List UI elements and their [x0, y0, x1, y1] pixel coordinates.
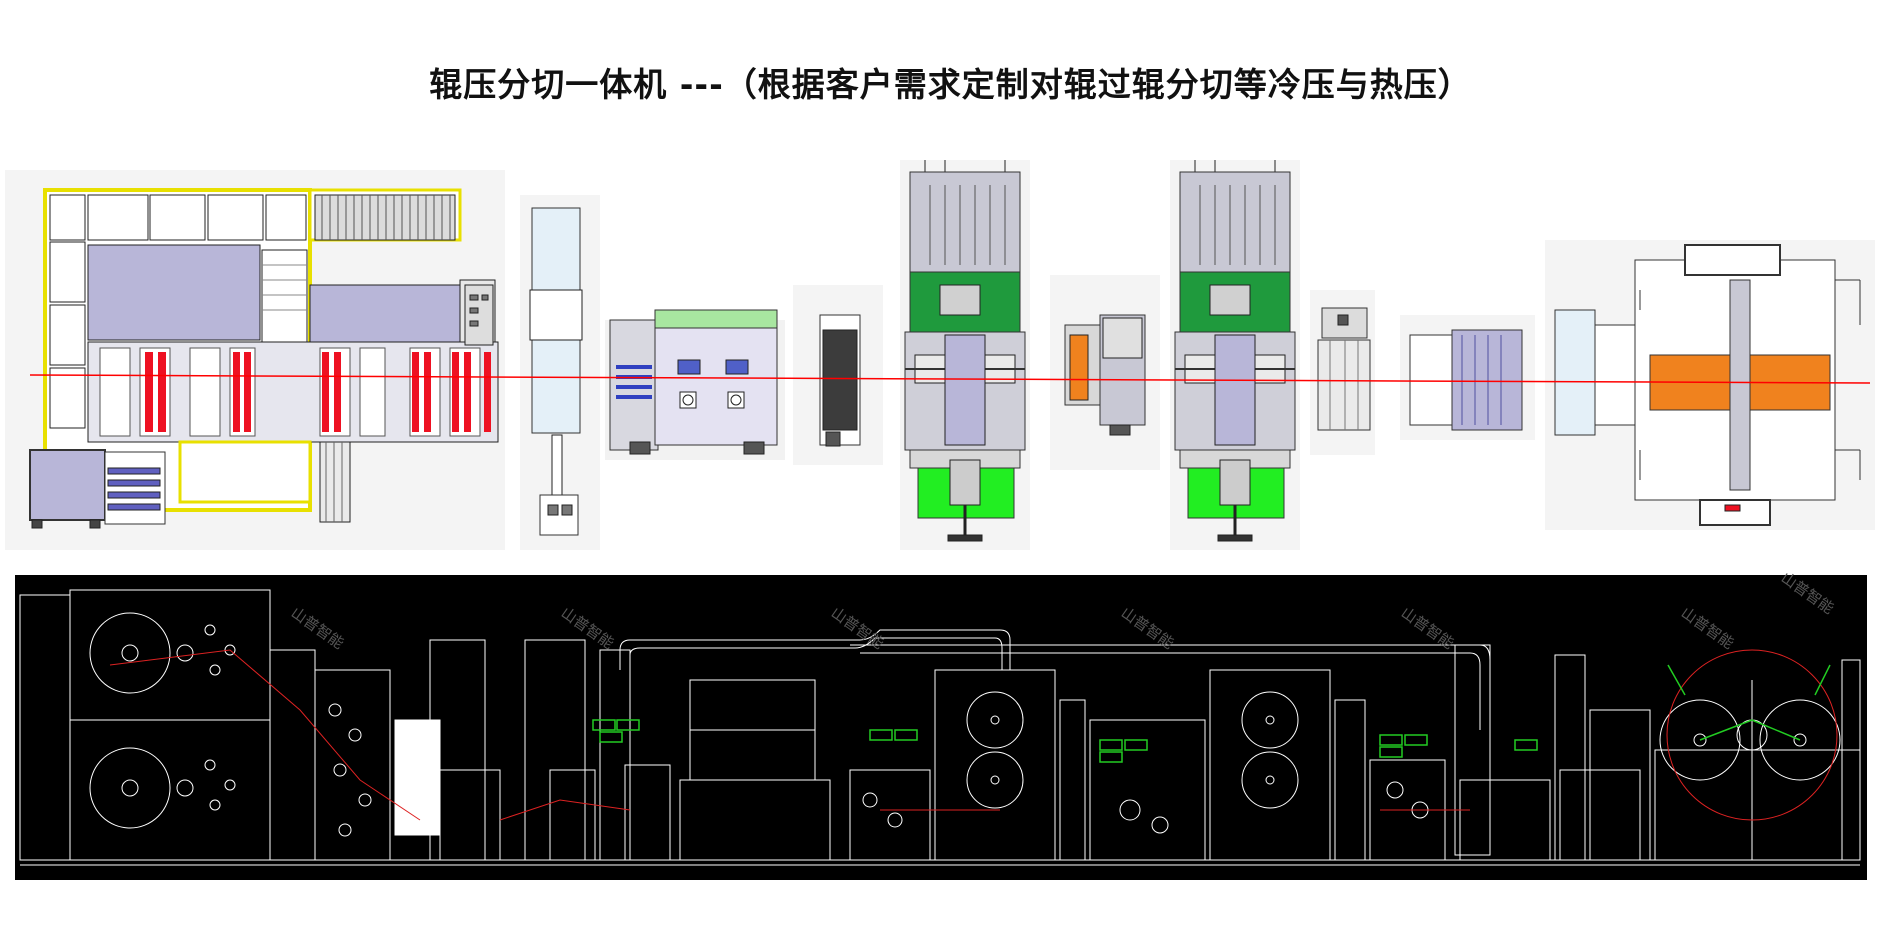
- side-view-cad-drawing: 山普智能 山普智能 山普智能 山普智能 山普智能 山普智能 山普智能: [15, 570, 1867, 880]
- feeder-tower: [520, 195, 600, 550]
- page-title: 辊压分切一体机 ---（根据客户需求定制对辊过辊分切等冷压与热压）: [429, 65, 1472, 104]
- cad-background: [15, 575, 1867, 880]
- tension-module: [793, 285, 883, 465]
- slitter-module-a: [1050, 275, 1160, 470]
- dryer-module: [605, 309, 785, 460]
- plan-view-diagram: [5, 160, 1875, 550]
- rewinder-module: [1545, 240, 1875, 530]
- guide-module: [1310, 290, 1375, 455]
- inspection-module: [1400, 315, 1535, 440]
- roll-press-2: [1170, 160, 1300, 550]
- web-path-line: [29, 374, 1871, 384]
- unwinder-module: [5, 170, 505, 550]
- roll-press-1: [900, 160, 1030, 550]
